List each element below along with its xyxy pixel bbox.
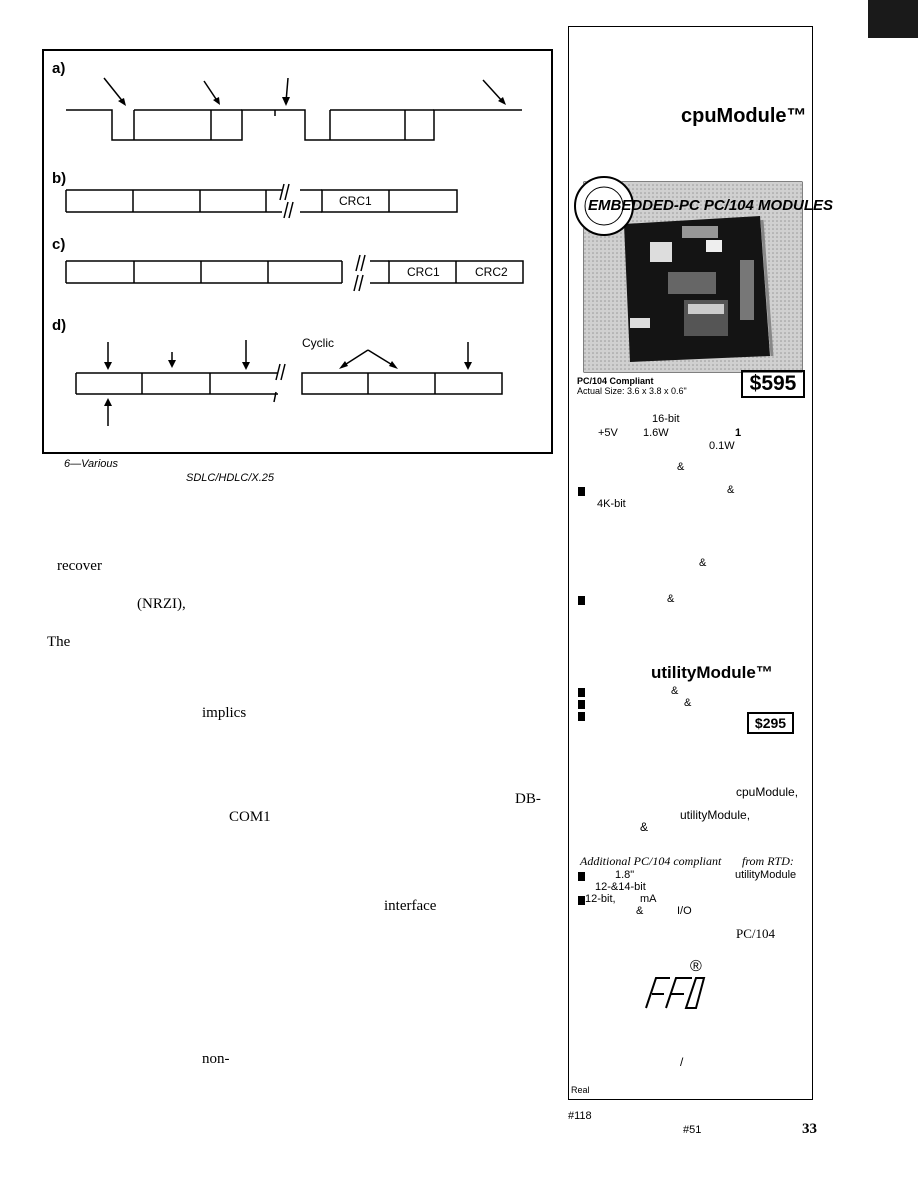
spec-16w: 1.6W <box>643 427 669 439</box>
bullet-5 <box>578 712 585 721</box>
real-time-label: Real <box>571 1085 590 1095</box>
frame-b <box>65 183 458 219</box>
frame-c-crc2: CRC2 <box>475 265 508 279</box>
waveform-a <box>66 77 522 141</box>
utilitymodule-title: utilityModule™ <box>651 663 773 682</box>
spec-1: 1 <box>735 427 742 439</box>
ad-frame <box>568 26 813 1100</box>
frame-d-cyclic: Cyclic <box>302 336 334 350</box>
frame-b-crc1: CRC1 <box>339 194 372 208</box>
amp-8: & <box>636 905 644 917</box>
spec-12bit: 12-bit, <box>585 893 616 905</box>
reader-service-118: #118 <box>568 1110 592 1122</box>
bullet-1 <box>578 487 585 496</box>
spec-5v: +5V <box>598 427 618 439</box>
spec-18: 1.8" <box>615 869 635 881</box>
from-rtd: from RTD: <box>742 854 794 868</box>
amp-3: & <box>699 557 707 569</box>
slash-mark: / <box>680 1055 684 1069</box>
bullet-3 <box>578 688 585 697</box>
amp-5: & <box>671 685 679 697</box>
body-word-non: non- <box>202 1051 230 1067</box>
utilitymodule-ref: utilityModule, <box>680 808 751 822</box>
amp-6: & <box>684 697 692 709</box>
cpumodule-title: cpuModule™ <box>681 105 807 127</box>
bullet-4 <box>578 700 585 709</box>
bullet-6 <box>578 872 585 881</box>
spec-16bit: 16-bit <box>652 413 680 425</box>
price-utilitymodule: $295 <box>747 712 794 734</box>
additional-products: Additional PC/104 compliant <box>580 854 722 868</box>
body-word-implics: implics <box>202 705 247 721</box>
frame-d <box>75 340 503 426</box>
price-cpumodule: $595 <box>741 370 805 398</box>
page-number: 33 <box>802 1121 817 1137</box>
body-word-db: DB- <box>515 791 541 807</box>
spec-4k: 4K-bit <box>597 498 626 510</box>
spec-01w: 0.1W <box>709 440 735 452</box>
amp-1: & <box>677 461 685 473</box>
figure-caption-protocol: SDLC/HDLC/X.25 <box>186 472 275 484</box>
cpumodule-ref: cpuModule, <box>736 785 799 799</box>
product-photo <box>574 176 803 373</box>
bullet-2 <box>578 596 585 605</box>
frame-diagrams <box>65 77 524 426</box>
body-word-interface: interface <box>384 898 437 914</box>
bullet-7 <box>578 896 585 905</box>
amp-4: & <box>667 593 675 605</box>
spec-ma: mA <box>640 893 657 905</box>
amp-7: & <box>640 820 649 834</box>
amp-2: & <box>727 484 735 496</box>
body-word-com1: COM1 <box>229 809 271 825</box>
reader-service-51: #51 <box>683 1124 702 1136</box>
figure-label-d: d) <box>52 317 67 334</box>
spec-io: I/O <box>677 905 692 917</box>
rtd-logo <box>645 977 706 1009</box>
figure-frame <box>42 49 553 454</box>
body-word-nrzi: (NRZI), <box>137 596 186 612</box>
body-word-recover: recover <box>57 558 102 574</box>
body-word-the: The <box>47 634 71 650</box>
pc104-badge: EMBEDDED-PC PC/104 MODULES <box>588 197 834 214</box>
corner-mark <box>868 0 918 38</box>
spec-1214: 12-&14-bit <box>595 881 646 893</box>
frame-c-crc1: CRC1 <box>407 265 440 279</box>
figure-label-a: a) <box>52 60 66 77</box>
frame-c <box>65 254 524 292</box>
utility-ref2: utilityModule <box>735 869 797 881</box>
pc104-ref: PC/104 <box>736 926 776 941</box>
actual-size-label: Actual Size: 3.6 x 3.8 x 0.6" <box>577 386 687 396</box>
compliance-label: PC/104 Compliant <box>577 376 654 386</box>
figure-label-c: c) <box>52 236 66 253</box>
figure-caption: 6—Various <box>64 458 119 470</box>
registered-mark: ® <box>690 958 702 975</box>
figure-label-b: b) <box>52 170 67 187</box>
